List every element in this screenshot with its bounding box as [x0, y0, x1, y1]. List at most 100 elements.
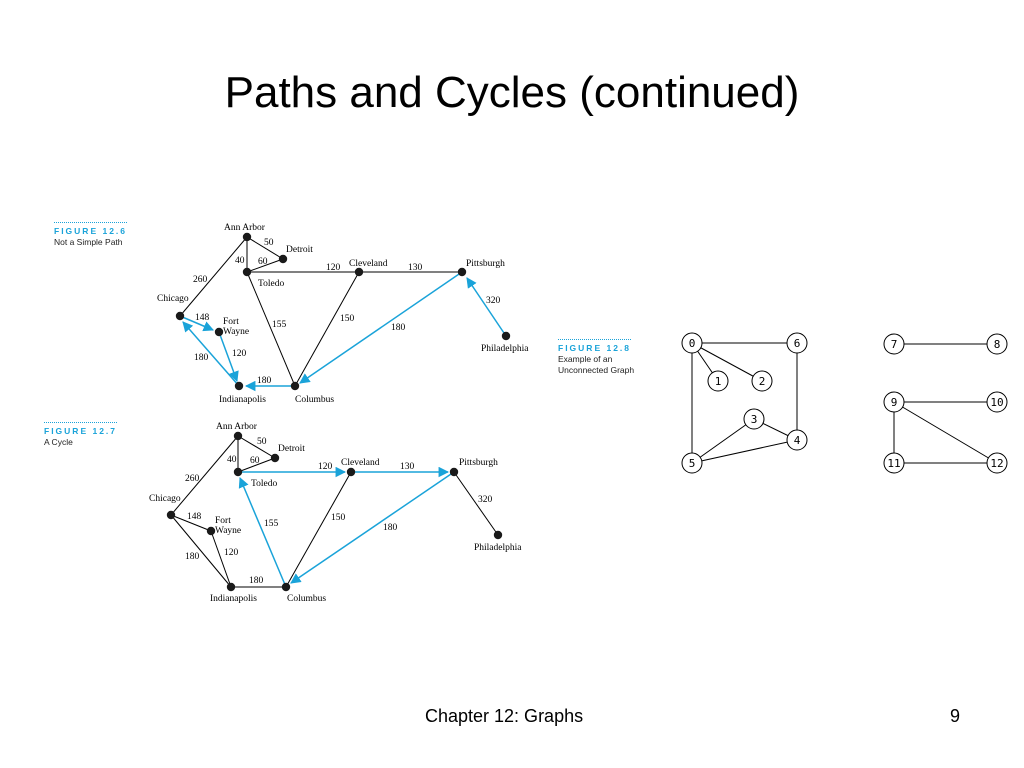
footer-chapter: Chapter 12: Graphs [425, 706, 584, 726]
weight-chicago-indianapolis: 180 [194, 353, 209, 363]
label-indianapolis: Indianapolis [219, 395, 266, 405]
figure-12-7-caption: FIGURE 12.7 A Cycle [44, 422, 118, 448]
vertex-label-3: 3 [751, 413, 758, 426]
vertex-label-8: 8 [994, 338, 1001, 351]
label-toledo: Toledo [258, 279, 284, 289]
label-chicago: Chicago [149, 494, 181, 504]
weight-cleveland-columbus: 150 [340, 314, 355, 324]
weight-annarbor-detroit: 50 [264, 238, 274, 248]
edge-cleveland-columbus [294, 271, 360, 387]
vertex-6 [786, 332, 808, 354]
cycle-edges [238, 466, 455, 588]
node-columbus [281, 582, 291, 592]
path-edge-fortwayne-indianapolis [218, 331, 239, 382]
label-cleveland: Cleveland [341, 458, 380, 468]
weight-pittsburgh-philadelphia: 320 [486, 296, 501, 306]
label-columbus: Columbus [295, 395, 334, 405]
label-philadelphia: Philadelphia [474, 543, 522, 553]
label-detroit: Detroit [286, 245, 313, 255]
weight-chicago-indianapolis: 180 [185, 552, 200, 562]
footer-page-number: 9 [950, 706, 961, 726]
vertex-4 [786, 429, 808, 451]
figure-label: FIGURE 12.6 [54, 222, 128, 237]
node-toledo [242, 267, 252, 277]
weight-fortwayne-indianapolis: 120 [232, 349, 247, 359]
weight-chicago-fortwayne: 148 [195, 313, 210, 323]
vertex-labels: 0 1 2 3 4 5 6 7 8 9 10 11 12 [689, 337, 1004, 470]
edge-annarbor-detroit [237, 435, 276, 459]
edges [691, 342, 998, 464]
node-cleveland [346, 467, 356, 477]
weight-toledo-columbus: 155 [272, 320, 287, 330]
node-fort-wayne [206, 526, 216, 536]
node-chicago [175, 311, 185, 321]
edge-0-2 [691, 342, 763, 382]
weight-chicago-fortwayne: 148 [187, 512, 202, 522]
edge-chicago-annarbor [170, 435, 239, 516]
edge-annarbor-detroit [246, 236, 284, 260]
edge-5-4 [691, 439, 798, 464]
node-ann-arbor [233, 431, 243, 441]
weight-chicago-annarbor: 260 [193, 275, 208, 285]
label-columbus: Columbus [287, 594, 326, 604]
vertex-label-5: 5 [689, 457, 696, 470]
node-columbus [290, 381, 300, 391]
vertex-label-2: 2 [759, 375, 766, 388]
weight-indianapolis-columbus: 180 [257, 376, 272, 386]
vertex-label-1: 1 [715, 375, 722, 388]
edge-chicago-fortwayne [170, 514, 212, 532]
label-wayne: Wayne [215, 526, 241, 536]
label-wayne: Wayne [223, 327, 249, 337]
label-pittsburgh: Pittsburgh [459, 458, 498, 468]
vertex-5 [681, 452, 703, 474]
vertex-0 [681, 332, 703, 354]
vertices [681, 332, 1008, 474]
figure-12-8-graph: 0 1 2 3 4 5 6 7 8 9 10 11 12 [681, 332, 1008, 474]
node-toledo [233, 467, 243, 477]
weight-pittsburgh-columbus: 180 [391, 323, 406, 333]
weight-indianapolis-columbus: 180 [249, 576, 264, 586]
vertex-3 [743, 408, 765, 430]
vertex-label-12: 12 [990, 457, 1003, 470]
weight-toledo-detroit: 60 [258, 257, 268, 267]
node-philadelphia [501, 331, 511, 341]
figure-caption-line1: Example of an [558, 354, 613, 364]
node-pittsburgh [457, 267, 467, 277]
vertex-12 [986, 452, 1008, 474]
weight-annarbor-toledo: 40 [235, 256, 245, 266]
edge-fortwayne-indianapolis [210, 530, 232, 588]
weight-toledo-columbus: 155 [264, 519, 279, 529]
figure-label: FIGURE 12.7 [44, 422, 118, 437]
vertex-label-7: 7 [891, 338, 898, 351]
figure-caption: Not a Simple Path [54, 237, 123, 247]
node-ann-arbor [242, 232, 252, 242]
vertex-1 [707, 370, 729, 392]
node-pittsburgh [449, 467, 459, 477]
vertex-8 [986, 333, 1008, 355]
vertex-label-9: 9 [891, 396, 898, 409]
path-edge-chicago-fortwayne [179, 315, 214, 332]
weight-annarbor-detroit: 50 [257, 437, 267, 447]
path-edge-philadelphia-pittsburgh [466, 277, 507, 337]
label-indianapolis: Indianapolis [210, 594, 257, 604]
vertex-label-10: 10 [990, 396, 1003, 409]
weight-annarbor-toledo: 40 [227, 455, 237, 465]
edge-9-12 [893, 401, 998, 464]
weight-cleveland-pittsburgh: 130 [408, 263, 423, 273]
slide-title: Paths and Cycles (continued) [224, 68, 800, 117]
label-philadelphia: Philadelphia [481, 344, 529, 354]
node-detroit [278, 254, 288, 264]
edge-pittsburgh-philadelphia [453, 471, 499, 536]
edge-chicago-indianapolis [170, 514, 232, 588]
node-fort-wayne [214, 327, 224, 337]
label-detroit: Detroit [278, 444, 305, 454]
node-detroit [270, 453, 280, 463]
nodes [175, 232, 511, 391]
weight-toledo-detroit: 60 [250, 456, 260, 466]
edge-toledo-detroit [246, 258, 284, 273]
label-chicago: Chicago [157, 294, 189, 304]
vertex-label-6: 6 [794, 337, 801, 350]
label-fort: Fort [215, 516, 231, 526]
weight-cleveland-pittsburgh: 130 [400, 462, 415, 472]
